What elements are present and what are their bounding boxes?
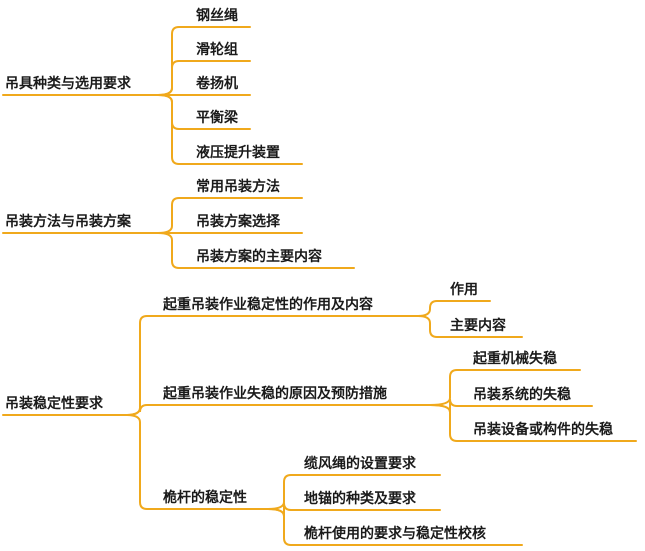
node-stability-role-content[interactable]: 起重吊装作业稳定性的作用及内容: [162, 296, 373, 313]
topic3-link-1: [125, 404, 431, 416]
sub2-link-2: [429, 404, 637, 442]
node-pulley-block[interactable]: 滑轮组: [196, 41, 238, 58]
node-winch[interactable]: 卷扬机: [195, 75, 238, 92]
node-mast-usage-check[interactable]: 桅杆使用的要求与稳定性校核: [304, 525, 486, 542]
sub1-link-0: [417, 300, 491, 317]
node-system-instability[interactable]: 吊装系统的失稳: [473, 386, 571, 403]
sub2-link-0: [429, 369, 581, 406]
node-mast-stability[interactable]: 桅杆的稳定性: [163, 489, 247, 506]
topic3-link-2: [125, 414, 269, 510]
sub1-link-1: [417, 315, 523, 338]
node-equipment-instability[interactable]: 吊装设备或构件的失稳: [473, 421, 613, 438]
node-balance-beam[interactable]: 平衡梁: [196, 109, 239, 126]
node-common-methods[interactable]: 常用吊装方法: [196, 178, 280, 195]
node-instability-causes[interactable]: 起重吊装作业失稳的原因及预防措施: [162, 385, 387, 402]
topic1-link-4: [157, 94, 303, 165]
node-wire-rope[interactable]: 钢丝绳: [196, 7, 238, 24]
node-guy-rope-requirements[interactable]: 缆风绳的设置要求: [304, 455, 417, 472]
sub3-link-2: [267, 508, 523, 546]
node-hydraulic-lifting-device[interactable]: 液压提升装置: [196, 144, 280, 161]
node-main-content[interactable]: 主要内容: [450, 317, 506, 334]
topic-stability-requirements[interactable]: 吊装稳定性要求: [5, 395, 104, 412]
node-ground-anchor-types[interactable]: 地锚的种类及要求: [304, 490, 417, 507]
node-plan-selection[interactable]: 吊装方案选择: [196, 213, 281, 230]
topic-hoisting-tools[interactable]: 吊具种类与选用要求: [5, 75, 132, 92]
topic-hoisting-methods[interactable]: 吊装方法与吊装方案: [5, 213, 132, 230]
node-role[interactable]: 作用: [450, 281, 478, 298]
node-plan-contents[interactable]: 吊装方案的主要内容: [196, 248, 322, 265]
sub3-link-0: [267, 474, 441, 510]
topic2-link-2: [157, 232, 355, 269]
connector-lines: [2, 26, 637, 546]
node-crane-instability[interactable]: 起重机械失稳: [472, 350, 557, 367]
